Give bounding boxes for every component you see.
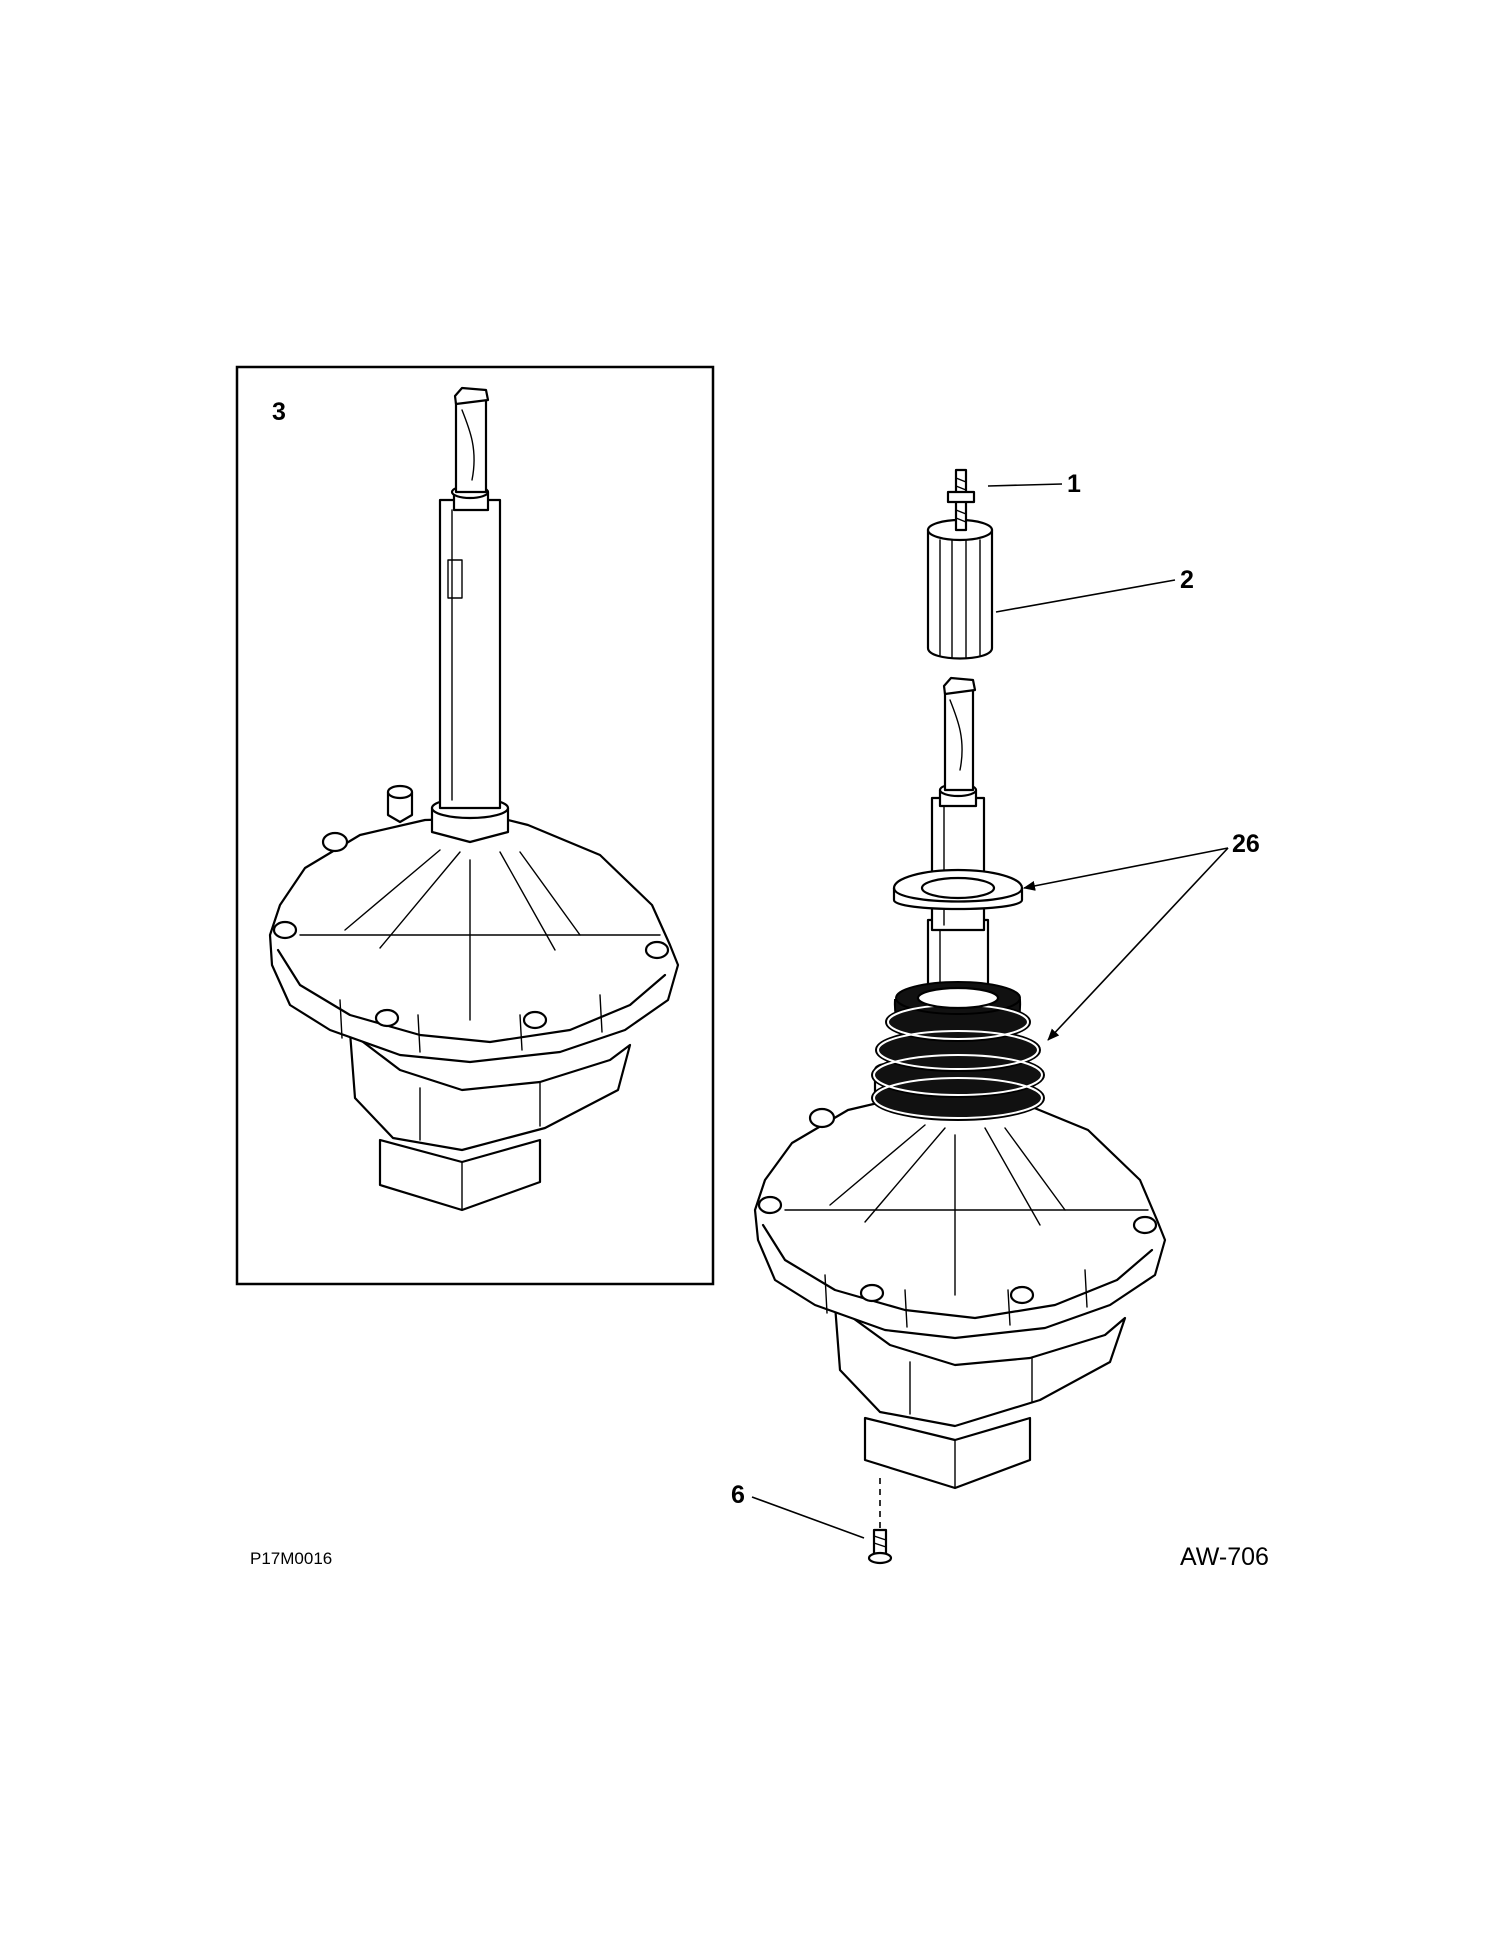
thrust-washer[interactable] [892, 868, 1024, 911]
callout-1: 1 [1067, 470, 1081, 498]
callout-2: 2 [1180, 566, 1194, 594]
figure-code: P17M0016 [250, 1549, 332, 1568]
mounting-screw[interactable] [867, 1478, 893, 1565]
inset-part-label: 3 [272, 398, 286, 426]
callout-26: 26 [1232, 830, 1260, 858]
callout-6: 6 [731, 1481, 745, 1509]
inset-frame [235, 365, 715, 1286]
stud-bolt[interactable] [946, 468, 976, 532]
leader-lines [751, 483, 1229, 1539]
transmission-assembly-inset[interactable] [268, 386, 680, 1212]
page-code: AW-706 [1180, 1543, 1269, 1571]
boot-seal[interactable] [871, 981, 1045, 1121]
splined-adapter[interactable] [926, 518, 994, 660]
